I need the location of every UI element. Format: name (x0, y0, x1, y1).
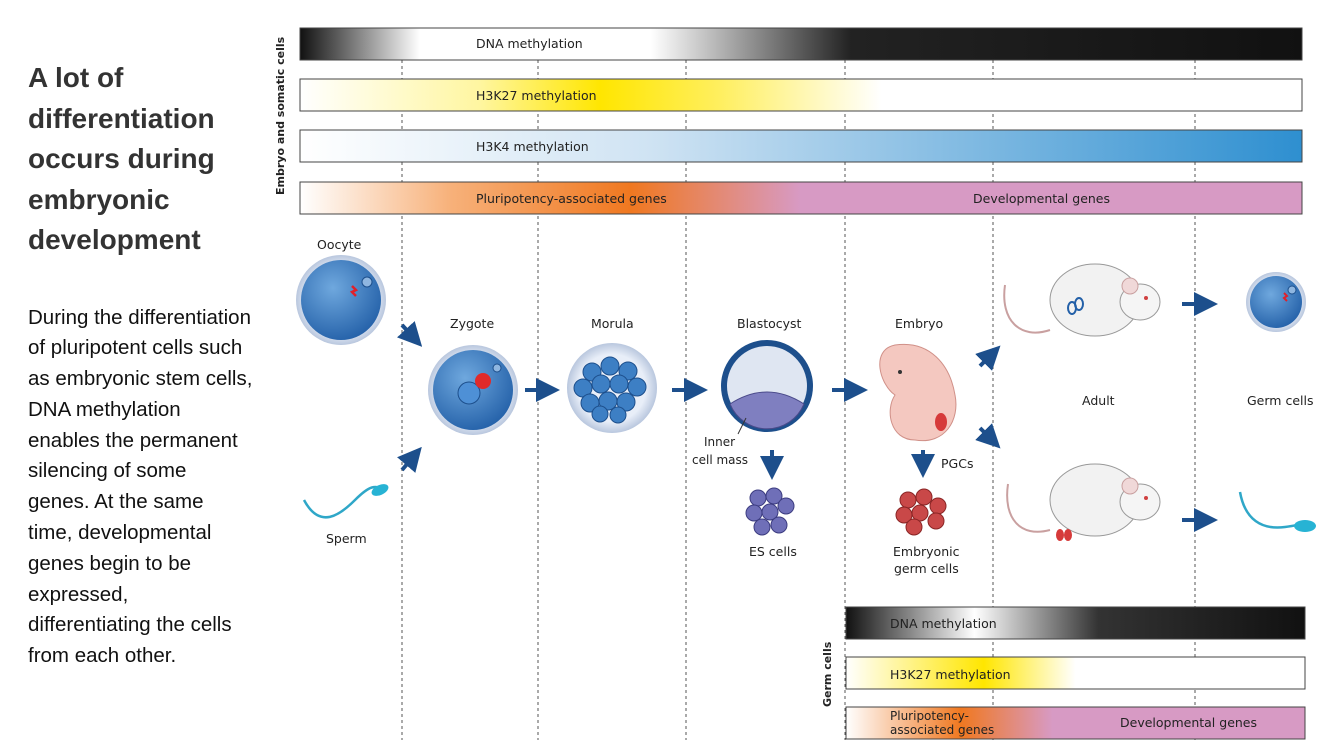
top-developmental-label: Developmental genes (973, 191, 1110, 206)
embryo-label: Embryo (895, 316, 943, 331)
oocyte-cell (296, 255, 386, 345)
morula-cell (567, 343, 657, 433)
oocyte-label: Oocyte (317, 237, 362, 252)
germ-pluripotency-label-line2: associated genes (890, 723, 994, 737)
germ-dna-methylation-bar: DNA methylation (845, 606, 1306, 640)
arrows-fertilization (397, 321, 423, 473)
germ-h3k27-label: H3K27 methylation (890, 667, 1011, 682)
arrows-adult-germ (1182, 292, 1218, 532)
embryo-figure (879, 343, 957, 442)
inner-cell-mass-label-line2: cell mass (692, 453, 748, 467)
embryo-somatic-axis-label: Embryo and somatic cells (274, 36, 287, 195)
top-dna-methylation-bar: DNA methylation (299, 27, 1303, 61)
inner-cell-mass-label-line1: Inner (704, 435, 735, 449)
top-genes-bar: Pluripotency-associated genes Developmen… (299, 181, 1303, 215)
top-dna-methylation-label: DNA methylation (476, 36, 583, 51)
zygote-label: Zygote (450, 316, 494, 331)
blastocyst-cell (721, 340, 813, 432)
embryonic-germ-label-line2: germ cells (894, 561, 959, 576)
es-cells-label: ES cells (749, 544, 797, 559)
slide-title: A lot of differentiation occurs during e… (28, 62, 215, 255)
embryonic-germ-label-line1: Embryonic (893, 544, 960, 559)
embryonic-germ-cells-cluster (895, 488, 947, 536)
top-h3k4-bar: H3K4 methylation (299, 129, 1303, 163)
top-h3k4-label: H3K4 methylation (476, 139, 589, 154)
germ-developmental-label: Developmental genes (1120, 715, 1257, 730)
germ-sperm-icon (1238, 491, 1316, 532)
germ-pluripotency-label-line1: Pluripotency- (890, 709, 969, 723)
blastocyst-label: Blastocyst (737, 316, 802, 331)
adult-label: Adult (1082, 393, 1115, 408)
top-h3k27-bar: H3K27 methylation (299, 78, 1303, 112)
adult-mouse-male (1006, 463, 1161, 541)
inner-cell-mass-pointer (737, 417, 747, 435)
germ-cells-label: Germ cells (1247, 393, 1313, 408)
adult-mouse-female (1003, 263, 1161, 337)
slide-body-text: During the differentiation of pluripoten… (28, 305, 253, 668)
es-cells-cluster (745, 487, 795, 536)
germ-h3k27-bar: H3K27 methylation (845, 656, 1306, 690)
text-panel: A lot of differentiation occurs during e… (28, 58, 253, 672)
germ-genes-bar: Pluripotency- associated genes Developme… (845, 706, 1306, 740)
top-h3k27-label: H3K27 methylation (476, 88, 597, 103)
arrows-embryo-adult (975, 345, 1001, 449)
germ-cells-axis-label: Germ cells (821, 641, 834, 707)
pgcs-label: PGCs (941, 456, 973, 471)
germ-oocyte-cell (1246, 272, 1306, 332)
top-pluripotency-label: Pluripotency-associated genes (476, 191, 667, 206)
zygote-cell (428, 345, 518, 435)
sperm-icon (302, 484, 389, 519)
morula-label: Morula (591, 316, 634, 331)
germ-dna-methylation-label: DNA methylation (890, 616, 997, 631)
sperm-label: Sperm (326, 531, 367, 546)
